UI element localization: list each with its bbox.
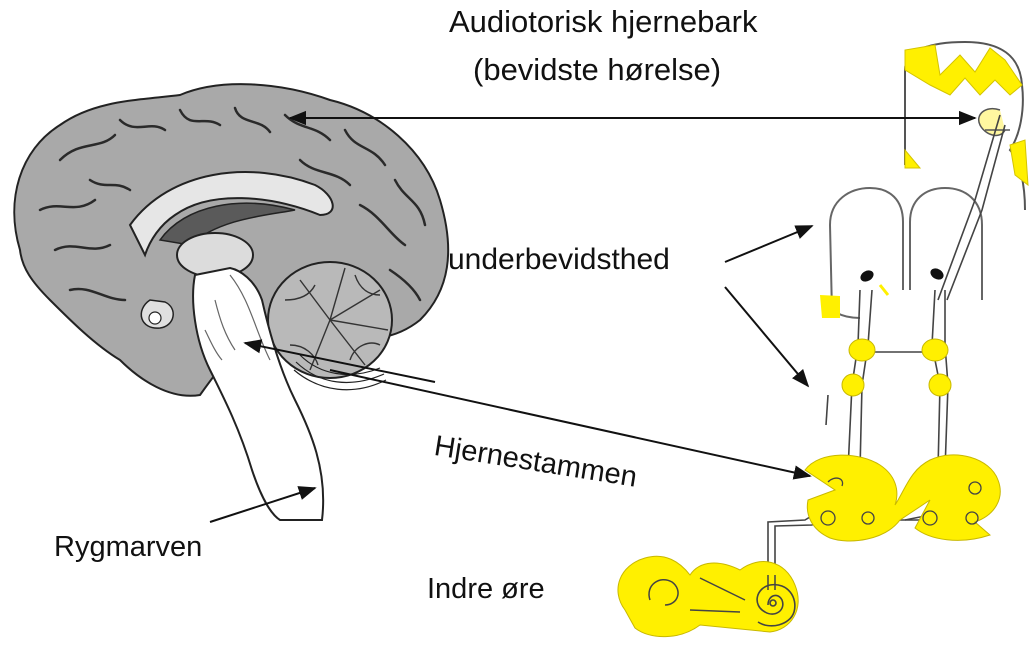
subconscious-label: underbevidsthed — [448, 243, 670, 277]
subconscious-arrow-down — [725, 287, 808, 386]
auditory-cortex-label-line2: (bevidste hørelse) — [473, 52, 721, 88]
subconscious-arrow-up — [725, 226, 812, 262]
auditory-cortex-label-line1: Audiotorisk hjernebark — [449, 4, 757, 40]
brain-illustration — [14, 84, 448, 520]
thalamic-region-illustration — [820, 188, 982, 318]
auditory-cortex-illustration — [905, 42, 1028, 210]
inner-ear-illustration — [618, 556, 798, 636]
inner-ear-label: Indre øre — [427, 573, 545, 606]
spinal-cord-label: Rygmarven — [54, 531, 202, 564]
pathway-nuclei — [805, 339, 1000, 541]
